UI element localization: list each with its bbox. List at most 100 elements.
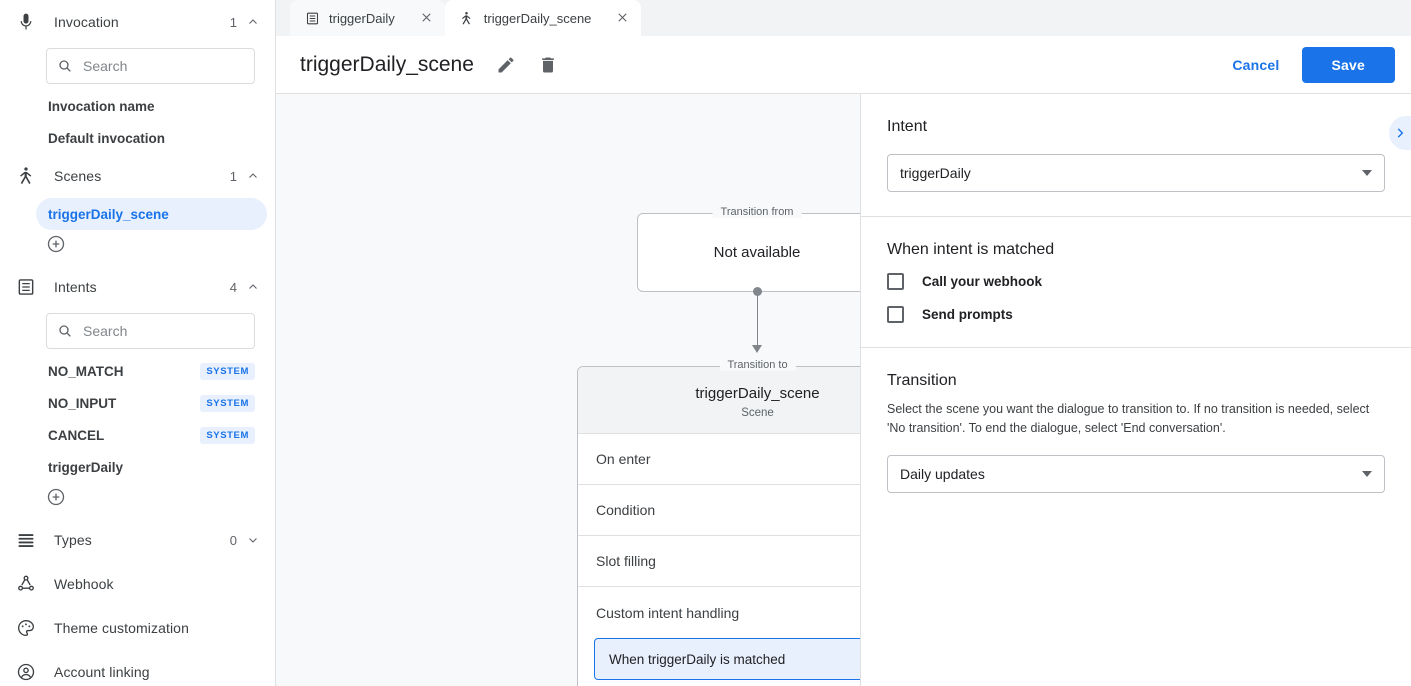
pencil-icon[interactable] [496, 55, 516, 75]
trash-icon[interactable] [538, 55, 558, 75]
search-icon [59, 60, 71, 72]
edge-vertical [757, 291, 758, 348]
status-badge: SYSTEM [200, 362, 255, 380]
cancel-button[interactable]: Cancel [1232, 56, 1280, 73]
intents-search-input[interactable] [83, 323, 244, 339]
checkbox-call-webhook[interactable] [887, 273, 904, 290]
sidebar-item-triggerdaily[interactable]: triggerDaily [36, 451, 267, 483]
panel-transition-description: Select the scene you want the dialogue t… [887, 402, 1370, 436]
scene-row-label: Custom intent handling [596, 604, 740, 621]
tab-triggerdaily-scene[interactable]: triggerDaily_scene [444, 0, 642, 36]
sidebar-item-triggerdaily-scene[interactable]: triggerDaily_scene [36, 198, 267, 230]
sidebar-item-label: Default invocation [48, 130, 166, 146]
intent-select-value: triggerDaily [900, 165, 971, 181]
checkbox-send-prompts[interactable] [887, 306, 904, 323]
add-scene-row [0, 230, 275, 265]
chevron-right-icon[interactable] [1389, 116, 1411, 150]
sidebar-item-webhook[interactable]: Webhook [0, 562, 275, 606]
intent-select[interactable]: triggerDaily [887, 154, 1385, 192]
save-button[interactable]: Save [1301, 46, 1395, 83]
intent-handler-label: When triggerDaily is matched [609, 651, 786, 667]
sidebar-item-invocation-name[interactable]: Invocation name [36, 90, 267, 122]
sidebar-group-label: Invocation [54, 14, 119, 30]
sidebar-item-theme-customization[interactable]: Theme customization [0, 606, 275, 650]
chevron-up-icon [247, 170, 259, 182]
scene-row-on-enter[interactable]: On enter + [578, 434, 860, 485]
sidebar-item-label: triggerDaily_scene [48, 206, 169, 222]
scene-card-header: triggerDaily_scene Scene [578, 367, 860, 434]
scene-card-subtitle: Scene [741, 407, 774, 419]
microphone-icon [14, 10, 38, 34]
close-icon[interactable] [419, 10, 435, 26]
sidebar-group-count: 0 [229, 532, 237, 548]
status-badge: SYSTEM [200, 426, 255, 444]
types-icon [14, 528, 38, 552]
intents-search-box[interactable] [46, 313, 255, 349]
chevron-down-icon [1362, 470, 1372, 477]
sidebar-item-label: Invocation name [48, 98, 155, 114]
tab-label: triggerDaily [329, 10, 395, 26]
sidebar-group-types[interactable]: Types 0 [0, 518, 275, 562]
sidebar-item-no-match[interactable]: NO_MATCH SYSTEM [36, 355, 267, 387]
tab-triggerdaily[interactable]: triggerDaily [290, 0, 445, 36]
invocation-search-box[interactable] [46, 48, 255, 84]
sidebar-item-no-input[interactable]: NO_INPUT SYSTEM [36, 387, 267, 419]
invocation-search-wrap [0, 44, 275, 90]
search-icon [59, 325, 71, 337]
sidebar-group-intents[interactable]: Intents 4 [0, 265, 275, 309]
scenes-icon [14, 164, 38, 188]
checkbox-label: Send prompts [922, 307, 1013, 322]
sidebar-item-default-invocation[interactable]: Default invocation [36, 122, 267, 154]
sidebar-item-label: triggerDaily [48, 459, 124, 475]
chevron-down-icon [1362, 170, 1372, 176]
sidebar-item-label: Webhook [54, 576, 114, 592]
sidebar-item-label: Theme customization [54, 620, 189, 636]
scene-graph-canvas[interactable]: Transition from Not available Transition… [276, 94, 860, 686]
palette-icon [14, 616, 38, 640]
main-area: triggerDaily triggerDaily_scene triggerD… [276, 0, 1411, 686]
tab-bar: triggerDaily triggerDaily_scene [276, 0, 1411, 36]
edge-arrow-down [752, 345, 762, 353]
sidebar-item-label: Account linking [54, 664, 150, 680]
panel-intent-title: Intent [887, 118, 928, 135]
add-circle-icon[interactable] [46, 487, 66, 507]
sidebar-group-scenes[interactable]: Scenes 1 [0, 154, 275, 198]
panel-matched-title: When intent is matched [887, 241, 1055, 258]
panel-section-transition: Transition Select the scene you want the… [861, 348, 1411, 517]
intents-icon [14, 275, 38, 299]
intent-handler-chip[interactable]: When triggerDaily is matched [594, 638, 860, 680]
sidebar-group-invocation[interactable]: Invocation 1 [0, 0, 275, 44]
sidebar-group-label: Intents [54, 279, 97, 295]
account-circle-icon [14, 660, 38, 684]
page-title: triggerDaily_scene [300, 52, 474, 76]
transition-to-legend: Transition to [719, 359, 796, 371]
sidebar-group-label: Types [54, 532, 92, 548]
panel-section-intent: Intent triggerDaily [861, 94, 1411, 217]
scene-row-condition[interactable]: Condition + [578, 485, 860, 536]
transition-from-node[interactable]: Transition from Not available [637, 206, 860, 292]
page-header: triggerDaily_scene Cancel Save [276, 36, 1411, 94]
sidebar-item-cancel[interactable]: CANCEL SYSTEM [36, 419, 267, 451]
webhook-icon [14, 572, 38, 596]
close-icon[interactable] [615, 10, 631, 26]
scene-card-name: triggerDaily_scene [695, 385, 820, 402]
transition-from-value: Not available [713, 244, 801, 261]
sidebar-item-account-linking[interactable]: Account linking [0, 650, 275, 686]
transition-from-legend: Transition from [712, 206, 802, 218]
scene-row-label: On enter [596, 451, 651, 467]
checkbox-row-send-prompts[interactable]: Send prompts [887, 306, 1385, 323]
invocation-search-input[interactable] [83, 58, 244, 74]
chevron-up-icon [247, 16, 259, 28]
scene-row-custom-intent-handling[interactable]: Custom intent handling + [578, 587, 860, 638]
add-circle-icon[interactable] [46, 234, 66, 254]
sidebar: Invocation 1 Invocation name Default inv… [0, 0, 276, 686]
scenes-icon [459, 10, 475, 26]
intents-search-wrap [0, 309, 275, 355]
scene-row-slot-filling[interactable]: Slot filling + [578, 536, 860, 587]
checkbox-row-call-webhook[interactable]: Call your webhook [887, 273, 1385, 290]
transition-select[interactable]: Daily updates [887, 454, 1385, 493]
chevron-down-icon [247, 534, 259, 546]
editor-body: Transition from Not available Transition… [276, 94, 1411, 686]
scene-row-label: Slot filling [596, 553, 656, 569]
